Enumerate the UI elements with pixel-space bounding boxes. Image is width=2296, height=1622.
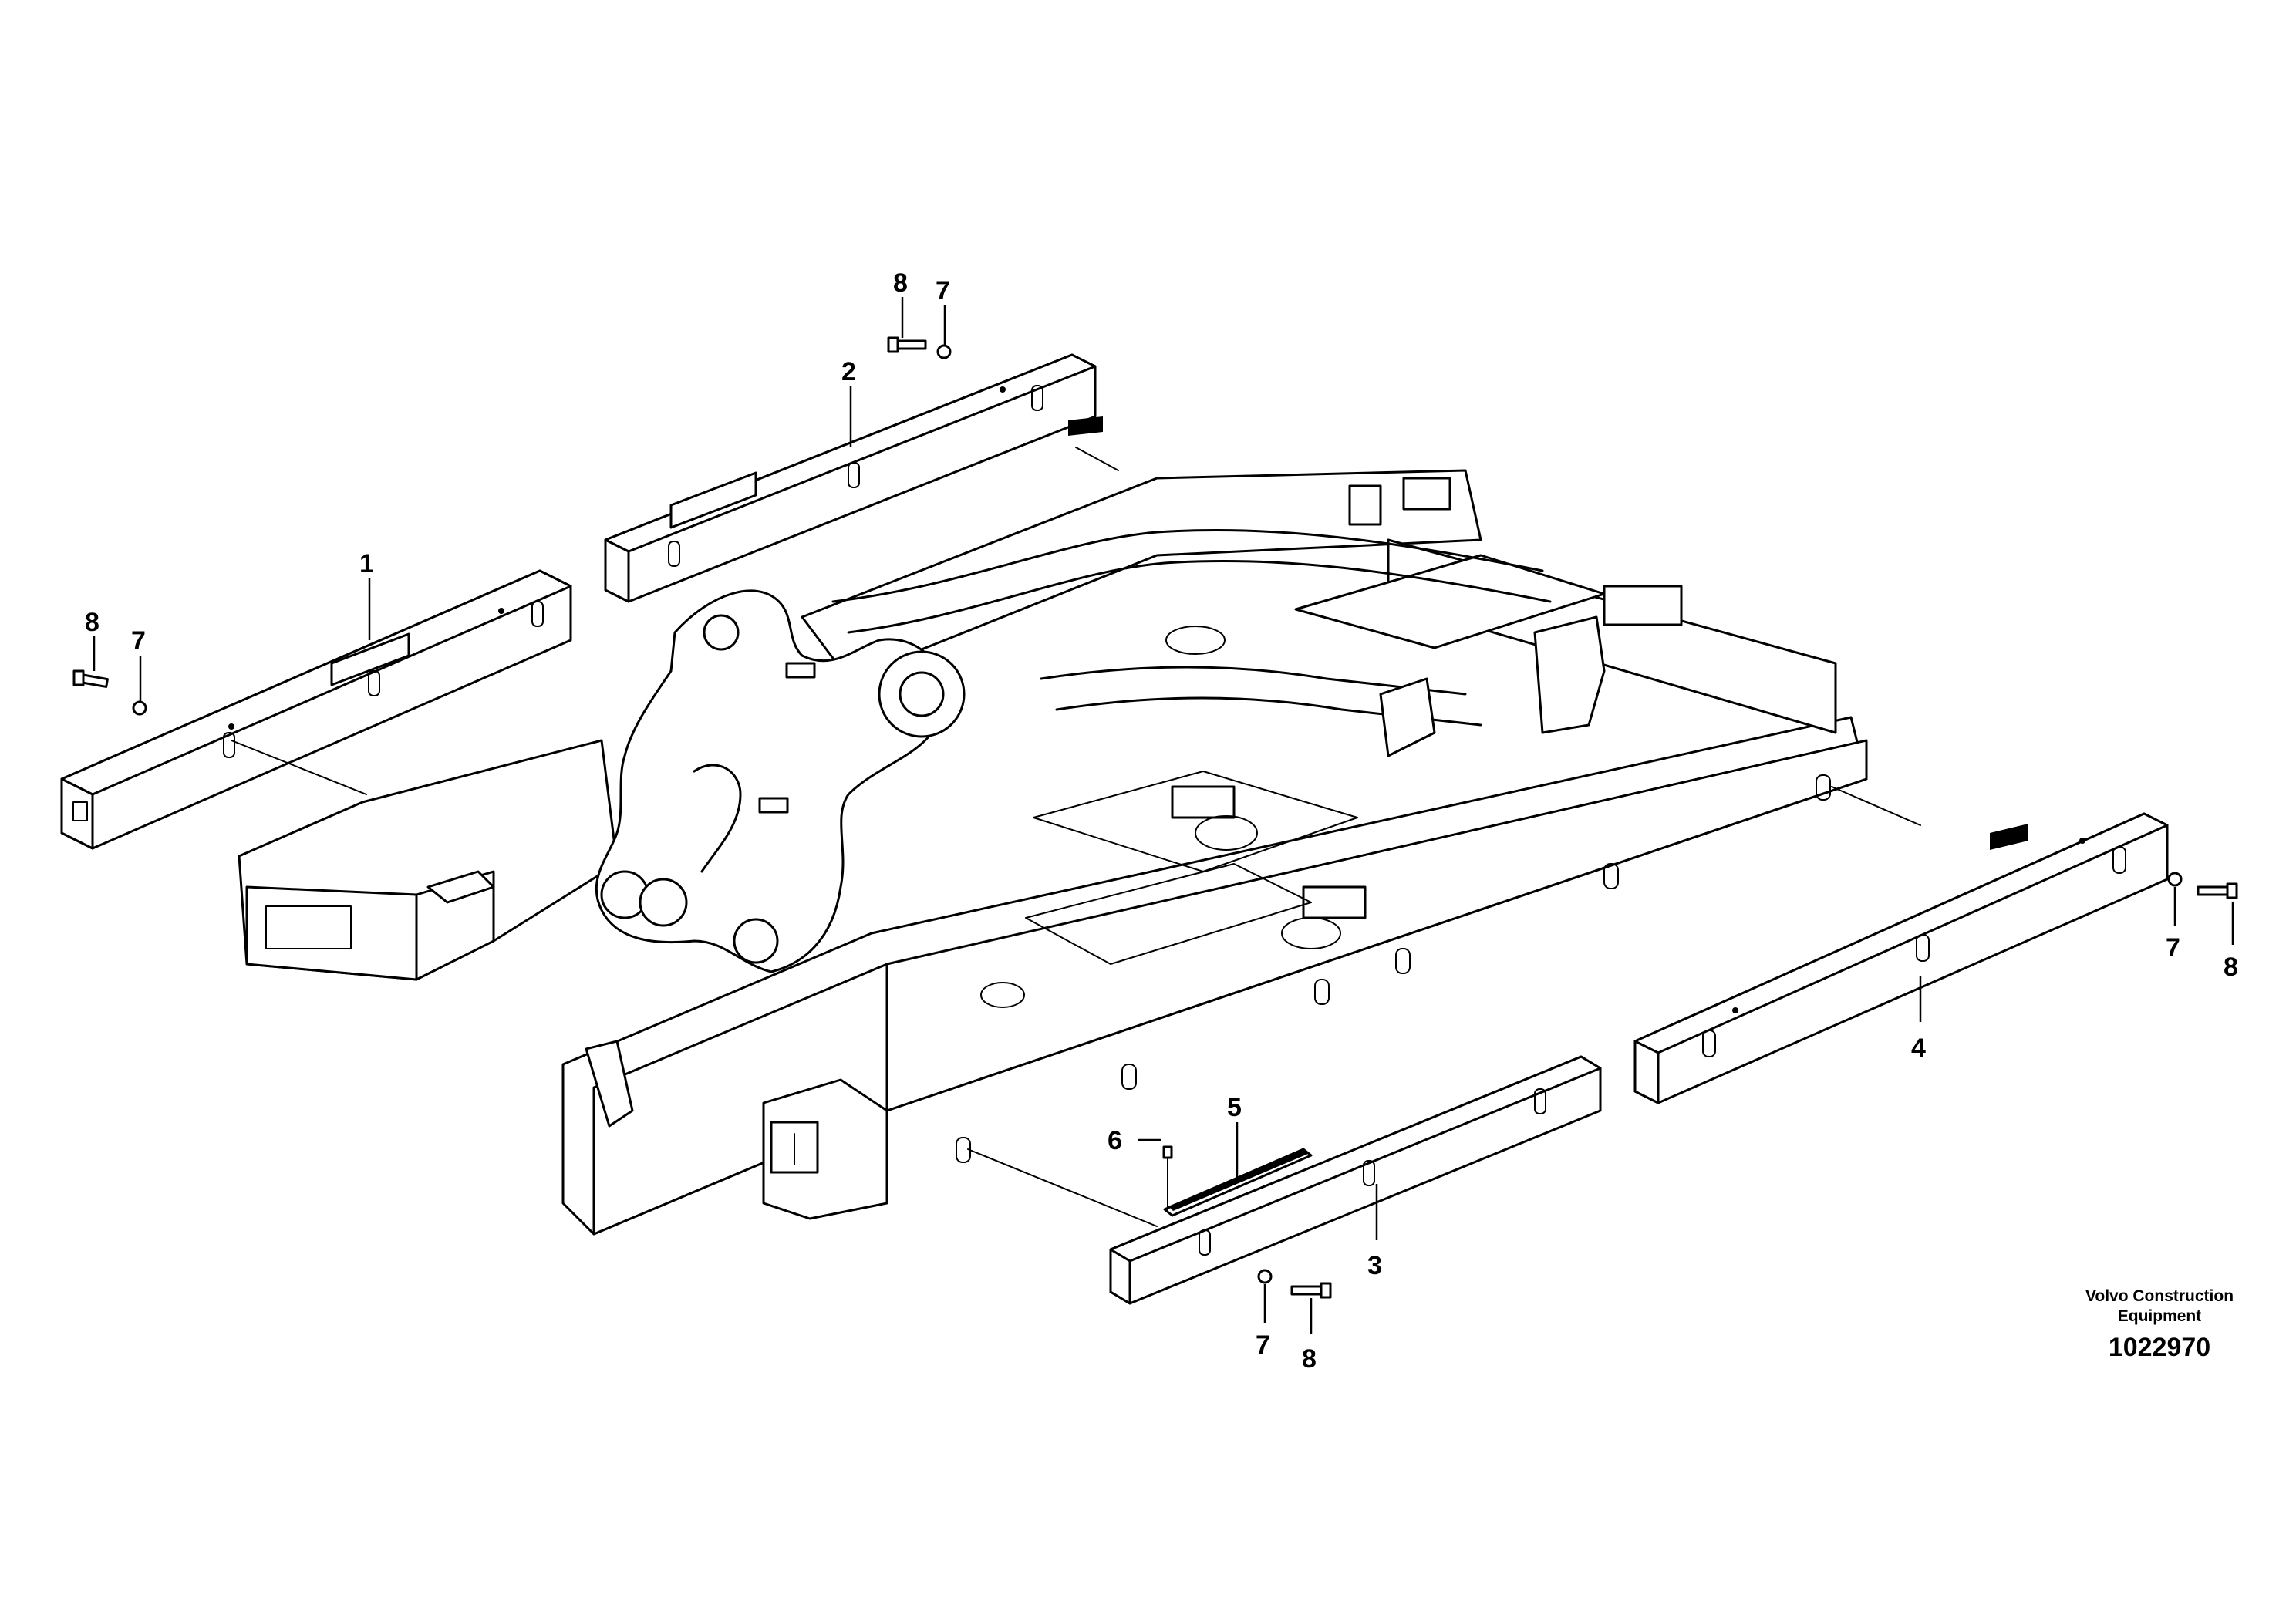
leader-lines [93,297,2234,1334]
callout-8-top: 8 [893,268,908,298]
screw-part-6 [1162,1145,1173,1212]
callout-7-bottom: 7 [1256,1330,1270,1360]
callout-8-right: 8 [2224,953,2238,982]
callout-numbers: 1 2 3 4 5 6 8 7 8 7 7 8 7 8 [85,268,2238,1374]
boom-foot-bracket [595,589,966,973]
bolt-left [72,669,109,688]
bolt-bottom [1290,1282,1332,1299]
manufacturer-block: Volvo Construction Equipment 1022970 [2052,1286,2267,1363]
callout-7-right: 7 [2166,933,2180,963]
callout-3: 3 [1367,1251,1382,1280]
fasteners [72,336,2238,1299]
part-5-step-plate [1163,1148,1313,1217]
callout-7-left: 7 [131,626,146,656]
callout-1: 1 [359,549,374,578]
bolt-right [2197,882,2238,899]
callout-5: 5 [1227,1093,1242,1122]
callout-4: 4 [1911,1034,1926,1063]
callout-2: 2 [841,357,856,386]
part-4-right-cover [1633,812,2169,1104]
washer-right [2167,872,2183,887]
callout-8-bottom: 8 [1302,1344,1317,1374]
drawing-number: 1022970 [2108,1333,2211,1362]
part-3-front-cover [1109,1055,1602,1305]
manufacturer-name-line2: Equipment [2117,1307,2202,1325]
washer-top [936,344,952,359]
part-1-side-cover [60,569,572,850]
bolt-top [887,336,927,353]
callout-6: 6 [1108,1126,1122,1155]
washer-left [132,700,147,716]
lower-frame [238,469,1868,1236]
callout-8-left: 8 [85,608,99,637]
callout-7-top: 7 [936,276,950,305]
washer-bottom [1257,1269,1273,1284]
manufacturer-name: Volvo Construction [2085,1287,2234,1305]
part-2-top-cover [604,353,1103,603]
